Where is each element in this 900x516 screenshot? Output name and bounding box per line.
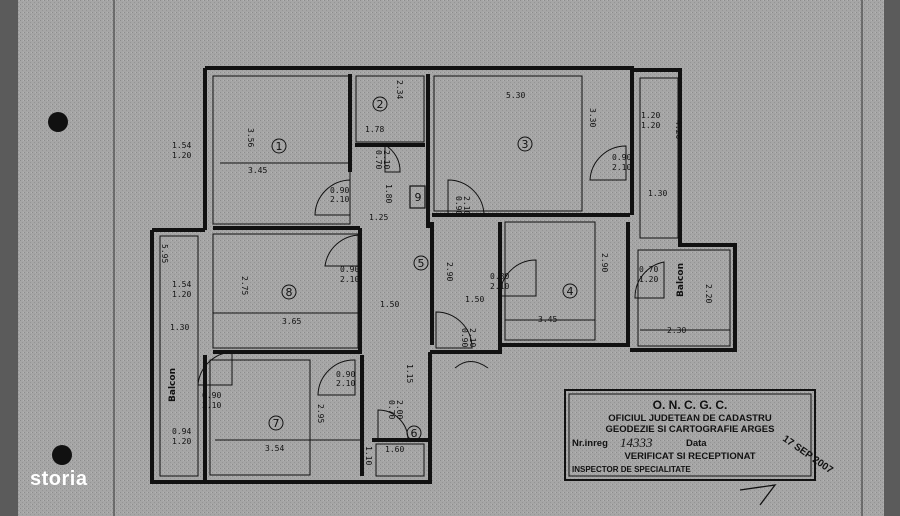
stamp-line-1: O. N. C. G. C. xyxy=(653,398,728,412)
stamp-nr-value: 14333 xyxy=(620,435,653,450)
dim-d3-a: 0.90 xyxy=(454,196,463,215)
dim-d7-b: 2.10 xyxy=(468,328,477,347)
dim-r8-left-a: 1.54 xyxy=(172,280,191,289)
dim-hall-a: 1.25 xyxy=(369,213,388,222)
binder-hole-bottom xyxy=(52,445,72,465)
balcony-label-right: Balcon xyxy=(676,263,686,297)
room-number-3: 3 xyxy=(522,138,529,151)
room-number-1: 1 xyxy=(276,140,283,153)
room-number-6: 6 xyxy=(411,427,418,440)
dim-r5-w: 1.50 xyxy=(380,300,399,309)
dim-d3-b: 2.10 xyxy=(462,196,471,215)
dim-hall-b: 1.80 xyxy=(384,184,393,203)
dim-r3-far: 4.20 xyxy=(674,120,683,139)
paper-background xyxy=(18,0,884,516)
stamp-data-label: Data xyxy=(686,438,707,449)
dim-r6-h: 1.10 xyxy=(364,446,373,465)
stamp-nr-label: Nr.inreg xyxy=(572,438,608,449)
dim-d8-a: 0.90 xyxy=(336,370,355,379)
stamp-line-6: INSPECTOR DE SPECIALITATE xyxy=(572,465,691,474)
dim-d2-b: 2.10 xyxy=(382,150,391,169)
dim-r5-w2: 1.50 xyxy=(465,295,484,304)
dim-r5-h: 2.90 xyxy=(445,262,454,281)
storia-watermark: storia xyxy=(30,468,88,490)
room-numbers: 1 2 3 4 5 6 7 8 9 xyxy=(268,96,578,441)
room-number-8: 8 xyxy=(286,286,293,299)
dim-r1-left-b: 1.20 xyxy=(172,151,191,160)
dim-rb-w: 2.30 xyxy=(667,326,686,335)
room-number-9: 9 xyxy=(415,191,422,204)
binder-hole-top xyxy=(48,112,68,132)
dim-r7-w: 3.54 xyxy=(265,444,284,453)
room-number-7: 7 xyxy=(273,417,280,430)
dim-r1-h: 3.56 xyxy=(246,128,255,147)
dim-r2-w: 1.78 xyxy=(365,125,384,134)
dim-r3-h: 3.30 xyxy=(588,108,597,127)
dim-d7-a: 0.90 xyxy=(460,328,469,347)
dim-d10-b: 2.10 xyxy=(202,401,221,410)
dim-rb-h: 2.20 xyxy=(704,284,713,303)
stamp-line-5: VERIFICAT SI RECEPTIONAT xyxy=(624,451,755,462)
dim-r4-win-b: 1.20 xyxy=(639,275,658,284)
dim-d6-a: 0.80 xyxy=(490,272,509,281)
dim-d5-b: 2.10 xyxy=(340,275,359,284)
dim-d5-a: 0.90 xyxy=(340,265,359,274)
room-number-4: 4 xyxy=(567,285,574,298)
room-9-box xyxy=(409,185,426,209)
dim-r3-right-a: 1.20 xyxy=(641,111,660,120)
dim-r6-w: 1.60 xyxy=(385,445,404,454)
dim-r1-left-a: 1.54 xyxy=(172,141,191,150)
dimension-labels: 3.45 3.56 1.54 1.20 1.78 2.34 5.30 3.30 … xyxy=(160,80,713,465)
dim-r3-right-b: 1.20 xyxy=(641,121,660,130)
dim-d1-b: 2.10 xyxy=(330,195,349,204)
balcony-label-left: Balcon xyxy=(168,368,178,402)
dim-r7-left-b: 1.20 xyxy=(172,437,191,446)
dim-d1-a: 0.90 xyxy=(330,186,349,195)
dim-r8-h: 2.75 xyxy=(240,276,249,295)
dim-d6-b: 2.10 xyxy=(490,282,509,291)
stamp-line-3: GEODEZIE SI CARTOGRAFIE ARGES xyxy=(606,424,775,435)
dim-r7-left-a: 0.94 xyxy=(172,427,191,436)
dim-d4-b: 2.10 xyxy=(612,163,631,172)
dim-d10-a: 0.90 xyxy=(202,391,221,400)
dim-lb-w: 1.30 xyxy=(170,323,189,332)
dim-r4-win-a: 0.70 xyxy=(639,265,658,274)
dim-d8-b: 2.10 xyxy=(336,379,355,388)
doors xyxy=(197,144,665,441)
room-number-5: 5 xyxy=(418,257,425,270)
dim-r2-h: 2.34 xyxy=(395,80,404,99)
left-dark-edge xyxy=(0,0,18,516)
dim-r8-left-b: 1.20 xyxy=(172,290,191,299)
dim-small: 1.15 xyxy=(405,364,414,383)
dim-r4-w: 3.45 xyxy=(538,315,557,324)
dim-d9-b: 2.00 xyxy=(395,400,404,419)
stamp-line-2: OFICIUL JUDETEAN DE CADASTRU xyxy=(608,413,772,424)
dim-d2-a: 0.70 xyxy=(374,150,383,169)
signature-mark xyxy=(739,484,777,506)
dim-r1-w: 3.45 xyxy=(248,166,267,175)
dim-r3-w: 5.30 xyxy=(506,91,525,100)
dim-r7-h: 2.95 xyxy=(316,404,325,423)
dim-r8-w: 3.65 xyxy=(282,317,301,326)
dim-r4-h: 2.90 xyxy=(600,253,609,272)
dim-lb-h: 5.95 xyxy=(160,244,169,263)
right-dark-edge xyxy=(884,0,900,516)
dim-d9-a: 0.70 xyxy=(387,400,396,419)
room-number-2: 2 xyxy=(377,98,384,111)
dim-rb-top: 1.30 xyxy=(648,189,667,198)
dim-d4-a: 0.90 xyxy=(612,153,631,162)
